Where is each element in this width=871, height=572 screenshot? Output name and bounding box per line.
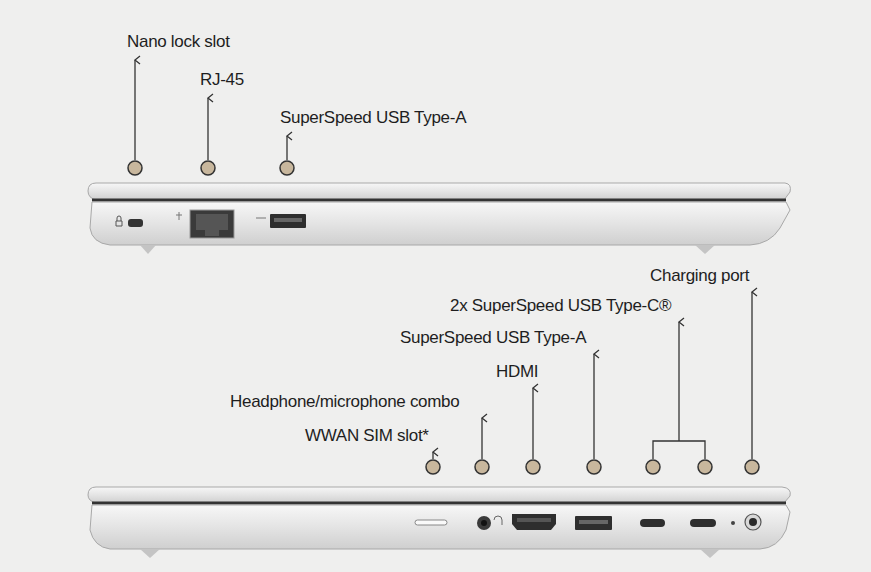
port-label: Headphone/microphone combo <box>230 392 459 412</box>
port-label: HDMI <box>496 362 538 382</box>
port-label: WWAN SIM slot* <box>305 426 429 446</box>
laptop-right-side <box>88 487 790 558</box>
port-label: Nano lock slot <box>127 32 230 52</box>
callout-dots <box>128 161 759 474</box>
port-label: SuperSpeed USB Type-A <box>280 108 466 128</box>
port-label: Charging port <box>650 266 749 286</box>
laptop-left-side <box>88 183 790 254</box>
port-label: 2x SuperSpeed USB Type-C® <box>450 296 671 316</box>
leader-lines <box>135 60 752 459</box>
port-label: SuperSpeed USB Type-A <box>400 328 586 348</box>
port-label: RJ-45 <box>200 70 244 90</box>
